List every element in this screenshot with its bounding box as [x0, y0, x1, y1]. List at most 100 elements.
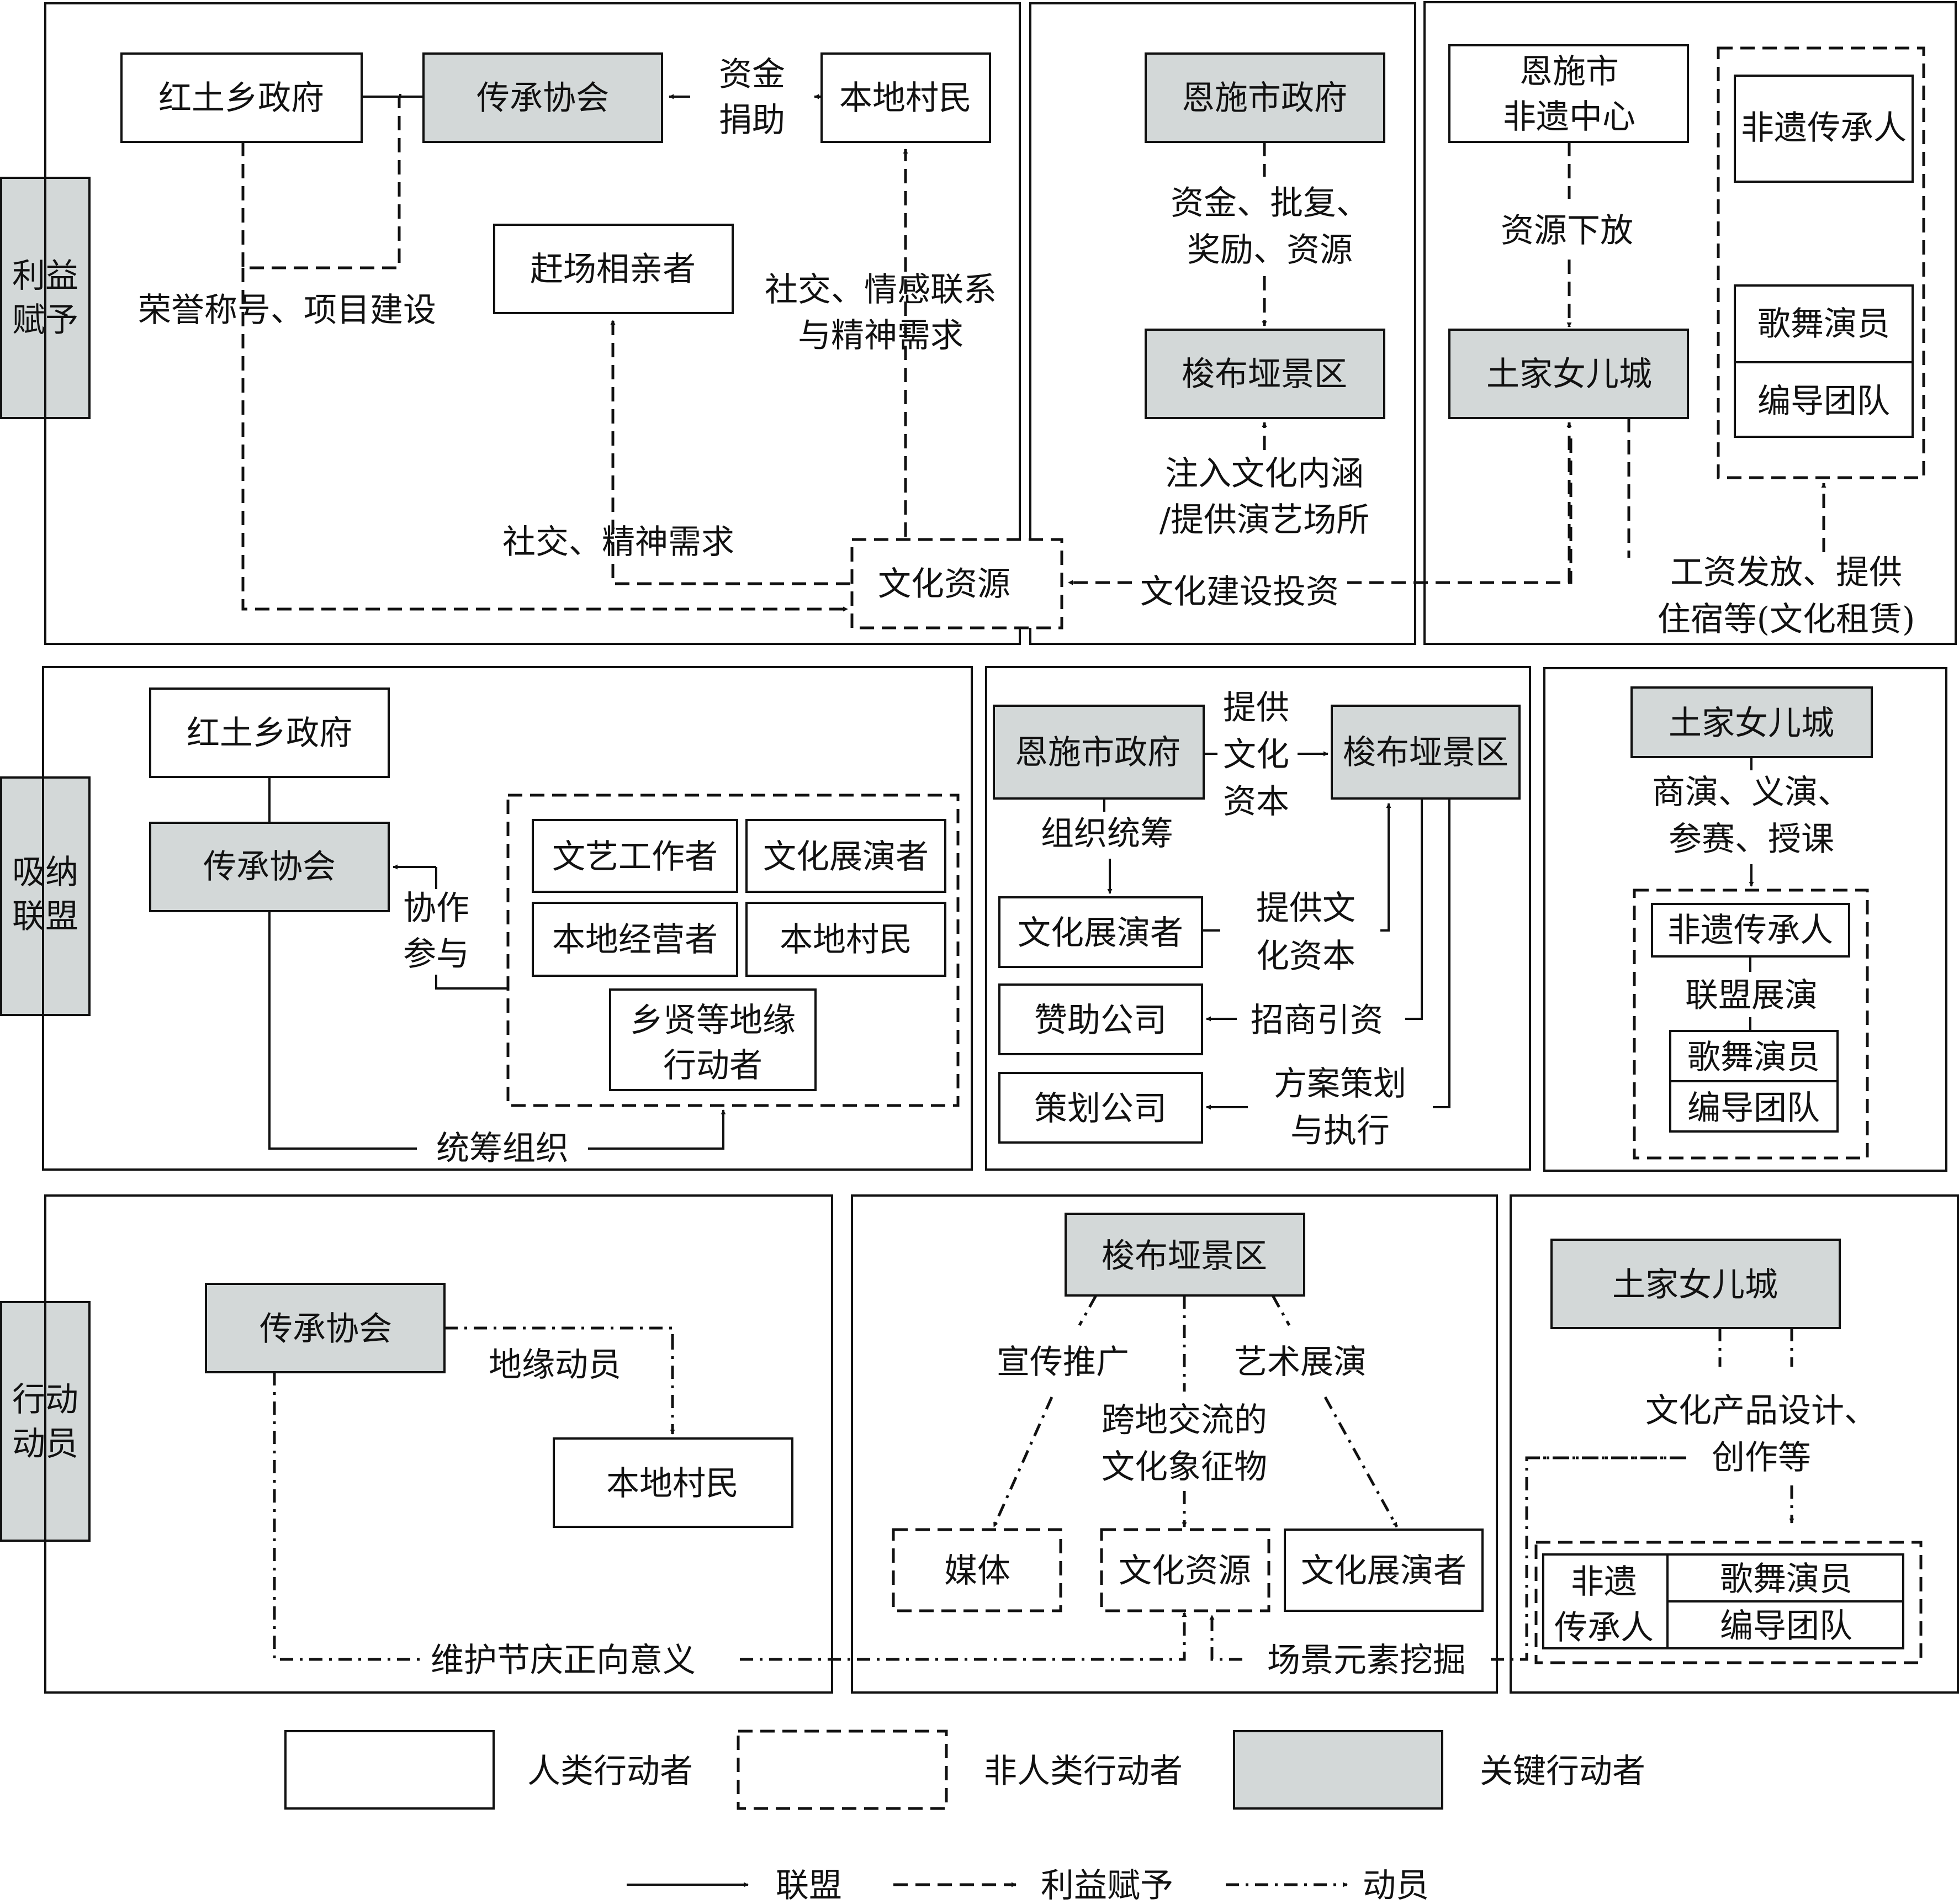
node-local-gentry-actors — [609, 988, 817, 1091]
node-label: 文化展演者 — [763, 838, 929, 876]
group-heritage-performers-dashed — [1534, 1541, 1923, 1664]
node-cultural-performers — [1284, 1529, 1484, 1612]
node-label: 赞助公司 — [1034, 1001, 1167, 1040]
edge-coordinate-to-group — [588, 1109, 726, 1150]
node-local-villagers — [553, 1437, 793, 1528]
legend-interest-label: 利益赋予 — [1041, 1866, 1173, 1904]
edge-label-funding-line2: 捐助 — [719, 101, 785, 140]
node-label: 本地村民 — [606, 1464, 739, 1503]
edge-label-social-spiritual: 社交、精神需求 — [502, 523, 734, 562]
row-label-line1: 吸纳 — [12, 853, 78, 892]
edge-label-inject-culture-line2: /提供演艺场所 — [1159, 501, 1369, 540]
node-label: 恩施市政府 — [1015, 733, 1180, 772]
node-label: 赶场相亲者 — [530, 250, 696, 289]
edge-label-provide-capital-line2: 文化 — [1223, 736, 1289, 774]
edge-label-cultural-investment: 文化建设投资 — [1140, 573, 1339, 611]
edge-label-planning-line1: 方案策划 — [1274, 1065, 1406, 1103]
node-label-line2: 行动者 — [663, 1046, 763, 1085]
edge-suobu-art-a — [1271, 1294, 1291, 1326]
panel-8-frame — [851, 1194, 1498, 1694]
edge-government-honour-dashed — [241, 97, 401, 269]
node-label: 恩施市政府 — [1182, 79, 1347, 118]
edge-label-cooperation-line1: 协作 — [403, 889, 469, 928]
edge-label-symbol-line2: 文化象征物 — [1102, 1448, 1267, 1487]
node-label-line1: 乡贤等地缘 — [630, 1001, 796, 1040]
node-song-dance-performers: 歌舞演员 — [1757, 305, 1890, 343]
panel-1: 红土乡政府 传承协会 本地村民 资金 捐助 荣誉称号、项目建设 赶场相亲者 社交… — [120, 52, 1063, 630]
node-label: 传承协会 — [260, 1310, 392, 1348]
node-media — [892, 1528, 1062, 1612]
node-planning-companies — [998, 1072, 1203, 1144]
edge-label-cooperation-line2: 参与 — [403, 935, 469, 974]
edge-label-alliance-performance: 联盟展演 — [1685, 976, 1818, 1015]
edge-label-investment-attraction: 招商引资 — [1251, 1001, 1383, 1040]
node-enshi-government — [993, 705, 1205, 800]
node-label: 红土乡政府 — [158, 79, 324, 118]
edge-promo-to-media — [992, 1396, 1053, 1528]
node-label: 梭布垭景区 — [1182, 355, 1347, 394]
legend-alliance-label: 联盟 — [776, 1866, 842, 1904]
node-local-villagers — [745, 902, 946, 977]
panel-1-frame — [44, 2, 1021, 645]
edge-capital2-to-suobu — [1380, 803, 1391, 932]
node-hongtu-government — [120, 52, 363, 143]
node-label: 非遗传承人 — [1741, 109, 1907, 147]
edge-label-performances-line1: 商演、义演、 — [1652, 773, 1851, 812]
row-label-line2: 联盟 — [12, 897, 78, 936]
node-choreography-team: 编导团队 — [1687, 1089, 1820, 1128]
panel-7-frame — [44, 1194, 833, 1694]
edge-suobu-to-attraction — [1405, 798, 1423, 1020]
edge-label-performances-line2: 参赛、授课 — [1669, 820, 1834, 859]
edge-label-provide-capital-line3: 资本 — [1223, 782, 1289, 821]
edge-label-provide-capital2-line1: 提供文 — [1256, 889, 1356, 928]
edge-association-coordinate-a — [268, 911, 417, 1150]
edge-label-symbol-line1: 跨地交流的 — [1102, 1401, 1267, 1440]
node-choreography-team: 编导团队 — [1757, 382, 1890, 421]
node-label-line2: 非遗中心 — [1503, 98, 1635, 136]
node-local-villagers — [820, 52, 991, 143]
edge-label-scene-mining: 场景元素挖掘 — [1267, 1641, 1466, 1680]
node-choreography-team: 编导团队 — [1720, 1607, 1852, 1646]
node-heritage-association — [422, 52, 663, 143]
panel-4: 红土乡政府 传承协会 协作 参与 文艺工作者 文化展演者 本地经营者 本地村民 … — [149, 687, 960, 1168]
edge-label-maintain-festival: 维护节庆正向意义 — [431, 1641, 696, 1680]
node-label: 传承协会 — [476, 79, 609, 118]
node-label: 本地村民 — [780, 921, 912, 959]
node-cultural-resources — [1100, 1528, 1270, 1612]
edge-label-funding-line1: 资金 — [719, 55, 785, 94]
edge-label-wages-line2: 住宿等(文化租赁) — [1658, 600, 1915, 639]
node-label: 文化展演者 — [1018, 914, 1183, 953]
legend: 人类行动者 非人类行动者 关键行动者 联盟 利益赋予 动员 — [284, 1730, 1645, 1904]
edge-government-to-culture — [241, 268, 848, 612]
panel-8: 梭布垭景区 宣传推广 跨地交流的 文化象征物 艺术展演 媒体 文化资源 文化展演… — [892, 1213, 1687, 1680]
node-heritage-inheritor-line2: 传承人 — [1554, 1609, 1654, 1647]
edge-label-product-design-line2: 创作等 — [1712, 1438, 1811, 1477]
node-song-dance-performers: 歌舞演员 — [1687, 1038, 1820, 1077]
edge-association-mobilize-a — [444, 1326, 674, 1336]
edge-association-maintain-a — [273, 1372, 425, 1661]
node-label: 媒体 — [944, 1552, 1010, 1590]
legend-nonhuman-actor-swatch — [737, 1730, 948, 1810]
edge-scene-to-culture — [1209, 1615, 1242, 1661]
node-label: 文化资源 — [1119, 1552, 1251, 1590]
node-tujia-daughter-city — [1448, 329, 1689, 419]
node-label: 传承协会 — [203, 848, 336, 886]
edge-label-geo-mobilization: 地缘动员 — [489, 1346, 621, 1384]
node-song-dance-performers: 歌舞演员 — [1720, 1560, 1852, 1599]
node-enshi-government — [1145, 52, 1385, 143]
edge-label-promotion: 宣传推广 — [997, 1343, 1129, 1382]
node-label: 红土乡政府 — [187, 714, 352, 753]
node-label: 梭布垭景区 — [1343, 733, 1508, 772]
edge-label-inject-culture-line1: 注入文化内涵 — [1165, 454, 1364, 493]
node-heritage-inheritor-line1: 非遗 — [1571, 1563, 1637, 1601]
node-label: 文化展演者 — [1301, 1552, 1466, 1590]
group-local-actors-dashed — [506, 794, 960, 1107]
node-sponsor-companies — [998, 983, 1203, 1055]
edge-label-funding-approval-line1: 资金、批复、 — [1171, 184, 1369, 223]
row-label-enrolment-alliance: 吸纳 联盟 — [0, 776, 91, 1016]
node-label: 非遗传承人 — [1667, 911, 1833, 950]
node-hongtu-government — [149, 687, 390, 778]
panel-2-frame — [1029, 2, 1416, 645]
node-heritage-association — [205, 1283, 446, 1373]
